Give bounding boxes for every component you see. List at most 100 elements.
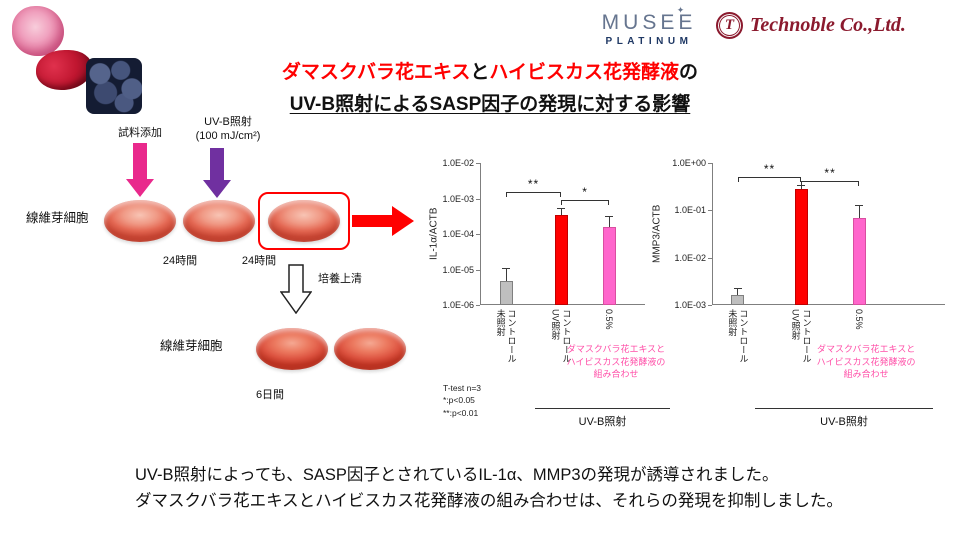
to-chart-arrow <box>352 206 414 236</box>
error-bar-cap <box>557 207 566 209</box>
stats-note-line: T-test n=3 <box>443 383 482 393</box>
error-bar <box>858 204 860 218</box>
x-category-line: コントロール <box>801 309 812 363</box>
label-24h-1: 24時間 <box>162 255 198 267</box>
stats-note: T-test n=3*:p<0.05**:p<0.01 <box>443 382 481 419</box>
summary-line2: ダマスクバラ花エキスとハイビスカス花発酵液の組み合わせは、それらの発現を抑制しま… <box>135 491 843 510</box>
hibiscus-image <box>36 50 92 90</box>
summary-text: UV-B照射によっても、SASP因子とされているIL-1α、MMP3の発現が誘導… <box>135 463 843 514</box>
petri-dish-5 <box>334 328 406 370</box>
sample-addition-arrow <box>126 143 154 197</box>
label-uvb-line1: UV-B照射 <box>204 116 252 128</box>
petri-dish-2 <box>183 200 255 242</box>
title-line2: UV-B照射によるSASP因子の発現に対する影響 <box>289 94 691 115</box>
stats-note-line: *:p<0.05 <box>443 395 475 406</box>
y-tick-label: 1.0E-03 <box>442 193 474 204</box>
down-arrow-outline-icon <box>280 264 312 314</box>
treatment-caption-line: 組み合わせ <box>593 369 639 380</box>
treatment-caption: ダマスクバラ花エキスとハイビスカス花発酵液の組み合わせ <box>804 343 928 381</box>
title-segment: と <box>470 62 490 83</box>
treatment-caption-line: ダマスクバラ花エキスと <box>816 344 916 354</box>
sparkle-icon: ✦ <box>676 5 685 15</box>
y-tick-mark <box>476 163 480 164</box>
x-category-line: 0.5% <box>603 309 614 330</box>
error-bar <box>608 215 610 227</box>
error-bar-cap <box>605 215 614 217</box>
bar-2 <box>852 217 866 305</box>
bar-1 <box>794 189 808 305</box>
label-fibroblast-bottom: 線維芽細胞 <box>160 339 223 353</box>
error-bar-cap <box>502 268 511 270</box>
x-category-label: 0.5% <box>603 309 614 330</box>
treatment-caption-line: 組み合わせ <box>843 369 889 380</box>
summary-line1: UV-B照射によっても、SASP因子とされているIL-1α、MMP3の発現が誘導… <box>135 466 779 484</box>
label-fibroblast-top: 線維芽細胞 <box>26 211 89 225</box>
down-arrow-icon <box>203 148 231 198</box>
uvb-group-label: UV-B照射 <box>820 416 868 428</box>
treatment-caption-line: ダマスクバラ花エキスと <box>566 344 666 354</box>
petri-dish-3 <box>268 200 340 242</box>
label-culture-supernatant: 培養上清 <box>318 273 362 285</box>
x-category-label: 0.5% <box>853 309 865 330</box>
x-category-label: 未照射コントロール <box>727 309 748 363</box>
rose-image <box>12 6 64 56</box>
technoble-logo: T Technoble Co.,Ltd. <box>716 12 906 39</box>
title-segment: の <box>679 62 699 83</box>
petri-dish-4 <box>256 328 328 370</box>
error-bar <box>800 184 802 190</box>
treatment-caption-line: ハイビスカス花発酵液の <box>566 356 666 367</box>
y-tick-label: 1.0E-01 <box>674 205 706 216</box>
y-tick-mark <box>708 163 712 164</box>
significance-label: ** <box>527 177 540 191</box>
bar-0 <box>731 295 745 305</box>
x-category-line: 0.5% <box>854 309 865 330</box>
down-arrow-icon <box>126 143 154 197</box>
bar-1 <box>554 214 568 305</box>
platinum-logo-text: PLATINUM <box>605 36 693 47</box>
treatment-caption-line: ハイビスカス花発酵液の <box>816 356 916 367</box>
y-tick-label: 1.0E-03 <box>674 300 706 310</box>
x-category-line: UV照射 <box>550 309 561 340</box>
significance-label: ** <box>824 166 836 180</box>
significance-label: * <box>582 185 588 199</box>
plot-area: **** <box>712 162 945 305</box>
musee-platinum-logo: ✦ MUSEE PLATINUM <box>588 5 710 47</box>
y-tick-mark <box>476 269 480 271</box>
significance-bracket <box>561 200 610 205</box>
uvb-group-label: UV-B照射 <box>578 416 627 428</box>
y-tick-label: 1.0E-02 <box>442 158 474 168</box>
uvb-irradiation-arrow <box>203 148 231 198</box>
x-category-label: UV照射コントロール <box>790 309 812 363</box>
label-sample-addition: 試料添加 <box>118 127 162 139</box>
y-tick-mark <box>708 257 712 259</box>
petri-dish-1 <box>104 200 176 242</box>
x-category-line: 未照射 <box>727 309 738 336</box>
y-tick-label: 1.0E-04 <box>442 229 474 239</box>
highlight-box <box>258 192 350 250</box>
x-category-label: 未照射コントロール <box>495 309 517 363</box>
y-tick-mark <box>476 305 480 306</box>
berry-image <box>86 58 142 114</box>
significance-bracket <box>737 177 802 182</box>
y-tick-mark <box>708 210 712 212</box>
plot-area: *** <box>480 163 645 305</box>
uvb-group-line <box>755 408 933 409</box>
treatment-caption: ダマスクバラ花エキスとハイビスカス花発酵液の組み合わせ <box>554 343 678 381</box>
x-category-line: コントロール <box>506 309 517 363</box>
title-segment: ハイビスカス花発酵液 <box>489 62 680 83</box>
label-uvb-irradiation: UV-B照射 (100 mJ/cm²) <box>168 116 288 144</box>
significance-bracket <box>506 192 562 197</box>
right-arrow-icon <box>352 206 414 236</box>
significance-bracket <box>801 181 860 186</box>
y-tick-mark <box>476 198 480 200</box>
technoble-logo-text: Technoble Co.,Ltd. <box>750 14 906 36</box>
error-bar <box>560 207 562 215</box>
y-tick-label: 1.0E-05 <box>442 264 474 275</box>
label-24h-2: 24時間 <box>241 255 277 267</box>
error-bar-cap <box>855 204 864 206</box>
bar-2 <box>602 226 616 305</box>
error-bar <box>505 268 507 282</box>
